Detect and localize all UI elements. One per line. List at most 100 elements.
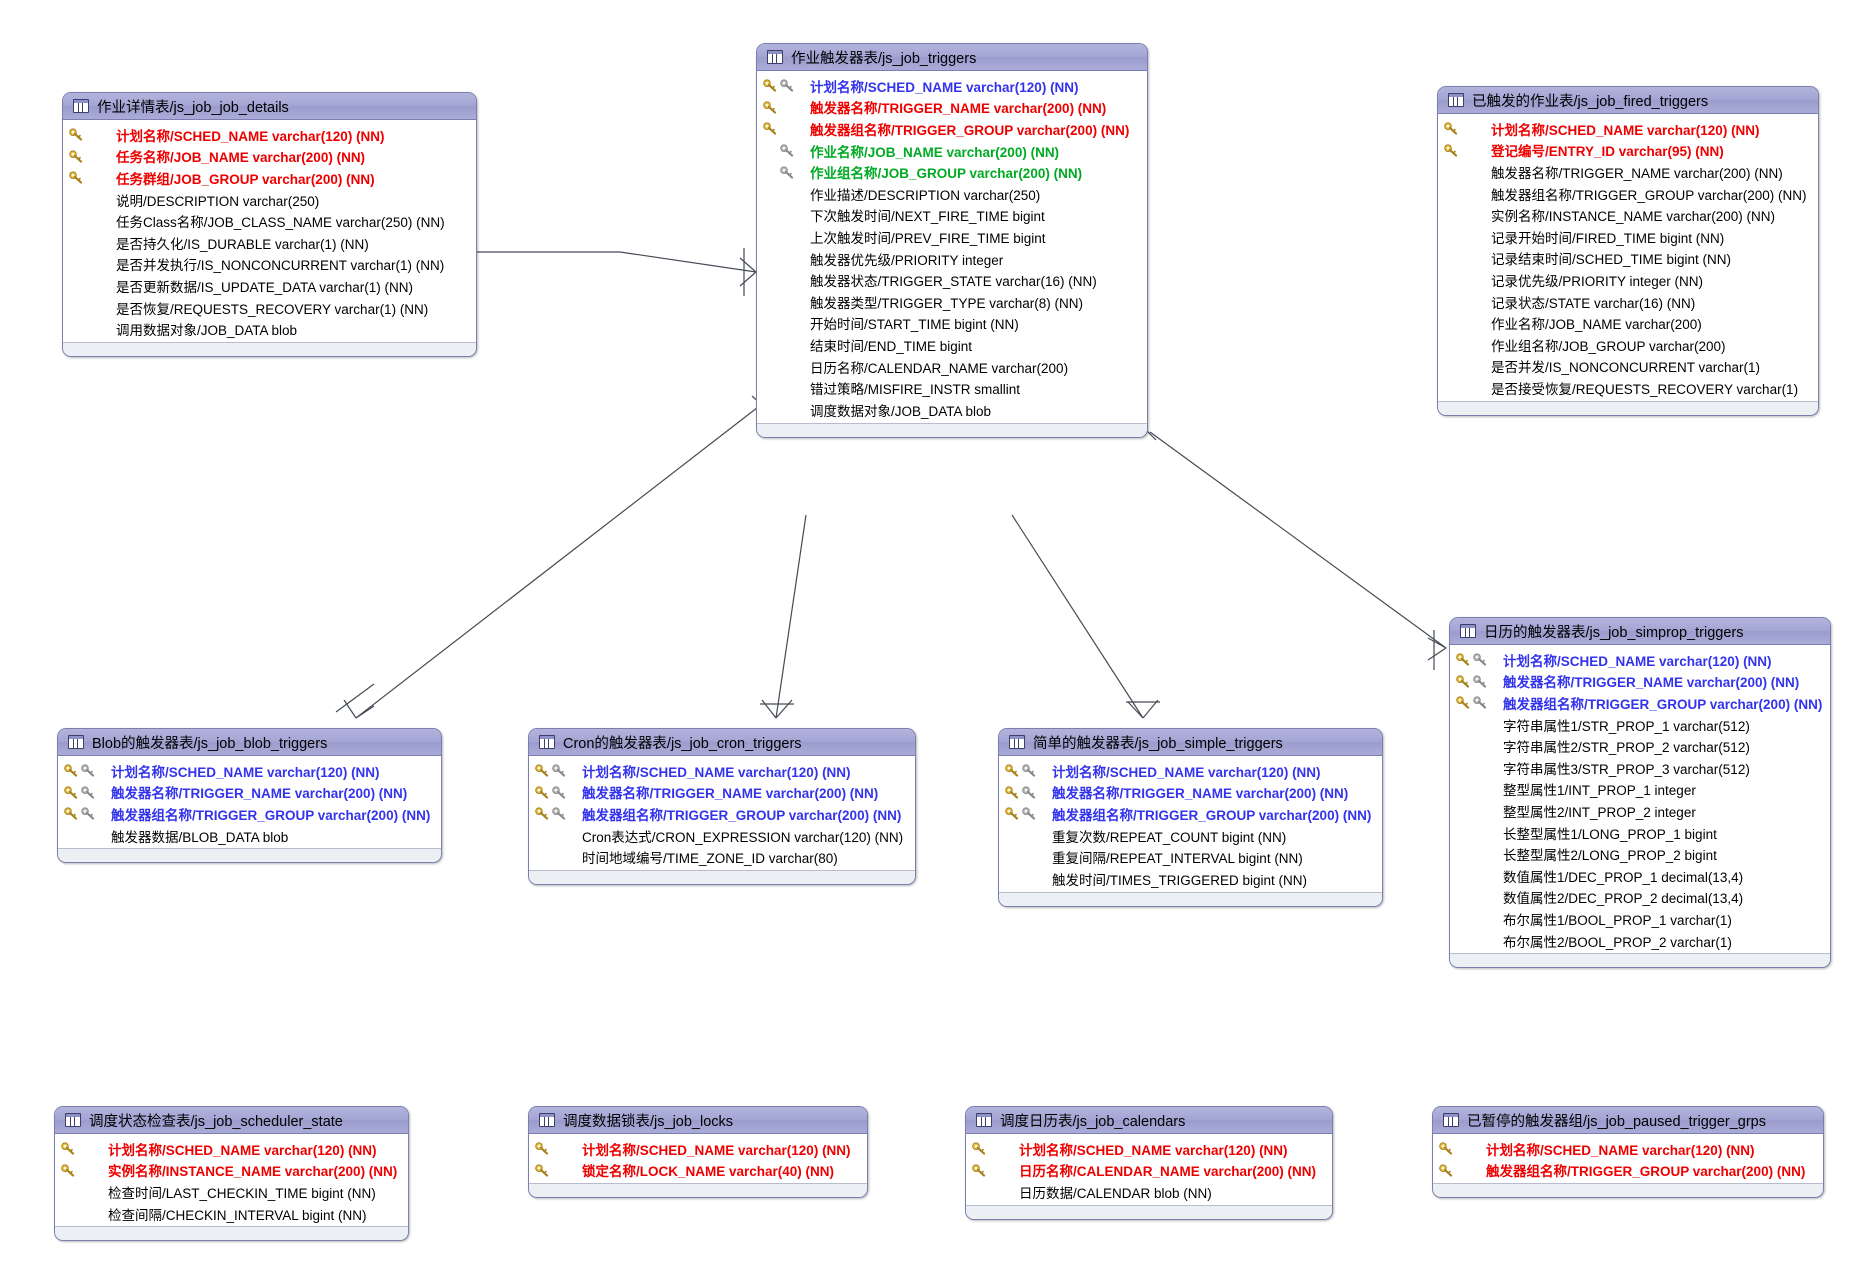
attribute-row[interactable]: 布尔属性2/BOOL_PROP_2 varchar(1)	[1450, 930, 1830, 952]
attribute-row[interactable]: 调用数据对象/JOB_DATA blob	[63, 318, 476, 340]
attribute-row[interactable]: 下次触发时间/NEXT_FIRE_TIME bigint	[757, 205, 1147, 227]
attribute-row[interactable]: 整型属性2/INT_PROP_2 integer	[1450, 800, 1830, 822]
attribute-row[interactable]: 触发器名称/TRIGGER_NAME varchar(200) (NN)	[1450, 671, 1830, 693]
attribute-row[interactable]: 记录开始时间/FIRED_TIME bigint (NN)	[1438, 226, 1818, 248]
entity-cron_triggers[interactable]: Cron的触发器表/js_job_cron_triggers 计划名称/SCHED…	[528, 728, 916, 885]
attribute-row[interactable]: 是否恢复/REQUESTS_RECOVERY varchar(1) (NN)	[63, 297, 476, 319]
entity-blob_triggers[interactable]: Blob的触发器表/js_job_blob_triggers 计划名称/SCHED…	[57, 728, 442, 864]
attribute-row[interactable]: 触发器名称/TRIGGER_NAME varchar(200) (NN)	[529, 782, 915, 804]
attribute-row[interactable]: 记录优先级/PRIORITY integer (NN)	[1438, 269, 1818, 291]
attribute-row[interactable]: 计划名称/SCHED_NAME varchar(120) (NN)	[999, 760, 1382, 782]
attribute-row[interactable]: 是否持久化/IS_DURABLE varchar(1) (NN)	[63, 232, 476, 254]
attribute-row[interactable]: 任务名称/JOB_NAME varchar(200) (NN)	[63, 146, 476, 168]
attribute-row[interactable]: 任务群组/JOB_GROUP varchar(200) (NN)	[63, 167, 476, 189]
entity-paused_trigger_grps[interactable]: 已暂停的触发器组/js_job_paused_trigger_grps 计划名称/…	[1432, 1106, 1824, 1199]
attribute-row[interactable]: 重复次数/REPEAT_COUNT bigint (NN)	[999, 825, 1382, 847]
attribute-row[interactable]: 错过策略/MISFIRE_INSTR smallint	[757, 377, 1147, 399]
attribute-row[interactable]: 记录状态/STATE varchar(16) (NN)	[1438, 291, 1818, 313]
attribute-row[interactable]: 长整型属性2/LONG_PROP_2 bigint	[1450, 843, 1830, 865]
entity-header-simple_triggers[interactable]: 简单的触发器表/js_job_simple_triggers	[999, 729, 1382, 756]
attribute-row[interactable]: 计划名称/SCHED_NAME varchar(120) (NN)	[757, 75, 1147, 97]
attribute-row[interactable]: 登记编号/ENTRY_ID varchar(95) (NN)	[1438, 140, 1818, 162]
attribute-row[interactable]: 数值属性1/DEC_PROP_1 decimal(13,4)	[1450, 865, 1830, 887]
attribute-row[interactable]: 计划名称/SCHED_NAME varchar(120) (NN)	[63, 124, 476, 146]
attribute-row[interactable]: 是否更新数据/IS_UPDATE_DATA varchar(1) (NN)	[63, 275, 476, 297]
attribute-row[interactable]: 实例名称/INSTANCE_NAME varchar(200) (NN)	[55, 1160, 408, 1182]
entity-header-triggers[interactable]: 作业触发器表/js_job_triggers	[757, 44, 1147, 71]
attribute-row[interactable]: 作业名称/JOB_NAME varchar(200) (NN)	[757, 140, 1147, 162]
attribute-row[interactable]: 长整型属性1/LONG_PROP_1 bigint	[1450, 822, 1830, 844]
attribute-row[interactable]: 字符串属性2/STR_PROP_2 varchar(512)	[1450, 735, 1830, 757]
entity-header-calendars[interactable]: 调度日历表/js_job_calendars	[966, 1107, 1332, 1134]
attribute-row[interactable]: 说明/DESCRIPTION varchar(250)	[63, 189, 476, 211]
entity-header-cron_triggers[interactable]: Cron的触发器表/js_job_cron_triggers	[529, 729, 915, 756]
entity-header-fired_triggers[interactable]: 已触发的作业表/js_job_fired_triggers	[1438, 87, 1818, 114]
entity-fired_triggers[interactable]: 已触发的作业表/js_job_fired_triggers 计划名称/SCHED_…	[1437, 86, 1819, 416]
attribute-row[interactable]: 检查间隔/CHECKIN_INTERVAL bigint (NN)	[55, 1203, 408, 1225]
attribute-row[interactable]: 触发器优先级/PRIORITY integer	[757, 248, 1147, 270]
attribute-row[interactable]: 字符串属性1/STR_PROP_1 varchar(512)	[1450, 714, 1830, 736]
attribute-row[interactable]: 重复间隔/REPEAT_INTERVAL bigint (NN)	[999, 846, 1382, 868]
attribute-row[interactable]: 是否并发执行/IS_NONCONCURRENT varchar(1) (NN)	[63, 254, 476, 276]
attribute-row[interactable]: 开始时间/START_TIME bigint (NN)	[757, 313, 1147, 335]
entity-header-simprop_triggers[interactable]: 日历的触发器表/js_job_simprop_triggers	[1450, 618, 1830, 645]
attribute-row[interactable]: 日历名称/CALENDAR_NAME varchar(200)	[757, 356, 1147, 378]
attribute-row[interactable]: 计划名称/SCHED_NAME varchar(120) (NN)	[1450, 649, 1830, 671]
attribute-row[interactable]: 触发器类型/TRIGGER_TYPE varchar(8) (NN)	[757, 291, 1147, 313]
attribute-row[interactable]: 实例名称/INSTANCE_NAME varchar(200) (NN)	[1438, 204, 1818, 226]
attribute-row[interactable]: 时间地域编号/TIME_ZONE_ID varchar(80)	[529, 846, 915, 868]
attribute-row[interactable]: 触发器组名称/TRIGGER_GROUP varchar(200) (NN)	[1450, 692, 1830, 714]
attribute-row[interactable]: 检查时间/LAST_CHECKIN_TIME bigint (NN)	[55, 1181, 408, 1203]
entity-header-paused_trigger_grps[interactable]: 已暂停的触发器组/js_job_paused_trigger_grps	[1433, 1107, 1823, 1134]
attribute-row[interactable]: 触发器状态/TRIGGER_STATE varchar(16) (NN)	[757, 269, 1147, 291]
attribute-row[interactable]: 布尔属性1/BOOL_PROP_1 varchar(1)	[1450, 908, 1830, 930]
attribute-row[interactable]: 触发器组名称/TRIGGER_GROUP varchar(200) (NN)	[757, 118, 1147, 140]
attribute-row[interactable]: 计划名称/SCHED_NAME varchar(120) (NN)	[1433, 1138, 1823, 1160]
attribute-row[interactable]: 锁定名称/LOCK_NAME varchar(40) (NN)	[529, 1160, 867, 1182]
entity-triggers[interactable]: 作业触发器表/js_job_triggers 计划名称/SCHED_NAME va…	[756, 43, 1148, 438]
attribute-row[interactable]: 作业名称/JOB_NAME varchar(200)	[1438, 312, 1818, 334]
attribute-row[interactable]: 触发器名称/TRIGGER_NAME varchar(200) (NN)	[1438, 161, 1818, 183]
attribute-row[interactable]: 计划名称/SCHED_NAME varchar(120) (NN)	[58, 760, 441, 782]
attribute-row[interactable]: 触发时间/TIMES_TRIGGERED bigint (NN)	[999, 868, 1382, 890]
entity-header-scheduler_state[interactable]: 调度状态检查表/js_job_scheduler_state	[55, 1107, 408, 1134]
attribute-row[interactable]: 触发器名称/TRIGGER_NAME varchar(200) (NN)	[757, 97, 1147, 119]
entity-header-blob_triggers[interactable]: Blob的触发器表/js_job_blob_triggers	[58, 729, 441, 756]
attribute-row[interactable]: 上次触发时间/PREV_FIRE_TIME bigint	[757, 226, 1147, 248]
attribute-row[interactable]: 作业组名称/JOB_GROUP varchar(200) (NN)	[757, 161, 1147, 183]
attribute-row[interactable]: 触发器组名称/TRIGGER_GROUP varchar(200) (NN)	[999, 803, 1382, 825]
attribute-row[interactable]: 字符串属性3/STR_PROP_3 varchar(512)	[1450, 757, 1830, 779]
attribute-row[interactable]: 是否接受恢复/REQUESTS_RECOVERY varchar(1)	[1438, 377, 1818, 399]
entity-simprop_triggers[interactable]: 日历的触发器表/js_job_simprop_triggers 计划名称/SCHE…	[1449, 617, 1831, 969]
attribute-row[interactable]: 日历数据/CALENDAR blob (NN)	[966, 1181, 1332, 1203]
attribute-row[interactable]: 触发器组名称/TRIGGER_GROUP varchar(200) (NN)	[1438, 183, 1818, 205]
attribute-row[interactable]: 调度数据对象/JOB_DATA blob	[757, 399, 1147, 421]
attribute-row[interactable]: 计划名称/SCHED_NAME varchar(120) (NN)	[966, 1138, 1332, 1160]
entity-simple_triggers[interactable]: 简单的触发器表/js_job_simple_triggers 计划名称/SCHED…	[998, 728, 1383, 907]
attribute-row[interactable]: 触发器组名称/TRIGGER_GROUP varchar(200) (NN)	[1433, 1160, 1823, 1182]
attribute-row[interactable]: 触发器名称/TRIGGER_NAME varchar(200) (NN)	[999, 782, 1382, 804]
attribute-row[interactable]: 任务Class名称/JOB_CLASS_NAME varchar(250) (N…	[63, 210, 476, 232]
attribute-row[interactable]: Cron表达式/CRON_EXPRESSION varchar(120) (NN…	[529, 825, 915, 847]
entity-header-locks[interactable]: 调度数据锁表/js_job_locks	[529, 1107, 867, 1134]
attribute-row[interactable]: 是否并发/IS_NONCONCURRENT varchar(1)	[1438, 356, 1818, 378]
attribute-row[interactable]: 计划名称/SCHED_NAME varchar(120) (NN)	[529, 1138, 867, 1160]
entity-locks[interactable]: 调度数据锁表/js_job_locks 计划名称/SCHED_NAME varch…	[528, 1106, 868, 1199]
attribute-row[interactable]: 计划名称/SCHED_NAME varchar(120) (NN)	[529, 760, 915, 782]
entity-calendars[interactable]: 调度日历表/js_job_calendars 计划名称/SCHED_NAME va…	[965, 1106, 1333, 1220]
entity-scheduler_state[interactable]: 调度状态检查表/js_job_scheduler_state 计划名称/SCHED…	[54, 1106, 409, 1242]
attribute-row[interactable]: 触发器名称/TRIGGER_NAME varchar(200) (NN)	[58, 782, 441, 804]
attribute-row[interactable]: 记录结束时间/SCHED_TIME bigint (NN)	[1438, 248, 1818, 270]
attribute-row[interactable]: 日历名称/CALENDAR_NAME varchar(200) (NN)	[966, 1160, 1332, 1182]
attribute-row[interactable]: 计划名称/SCHED_NAME varchar(120) (NN)	[1438, 118, 1818, 140]
attribute-row[interactable]: 结束时间/END_TIME bigint	[757, 334, 1147, 356]
attribute-row[interactable]: 整型属性1/INT_PROP_1 integer	[1450, 779, 1830, 801]
attribute-row[interactable]: 作业组名称/JOB_GROUP varchar(200)	[1438, 334, 1818, 356]
attribute-row[interactable]: 触发器组名称/TRIGGER_GROUP varchar(200) (NN)	[58, 803, 441, 825]
attribute-row[interactable]: 触发器数据/BLOB_DATA blob	[58, 825, 441, 847]
attribute-row[interactable]: 计划名称/SCHED_NAME varchar(120) (NN)	[55, 1138, 408, 1160]
attribute-row[interactable]: 触发器组名称/TRIGGER_GROUP varchar(200) (NN)	[529, 803, 915, 825]
attribute-row[interactable]: 作业描述/DESCRIPTION varchar(250)	[757, 183, 1147, 205]
attribute-row[interactable]: 数值属性2/DEC_PROP_2 decimal(13,4)	[1450, 887, 1830, 909]
